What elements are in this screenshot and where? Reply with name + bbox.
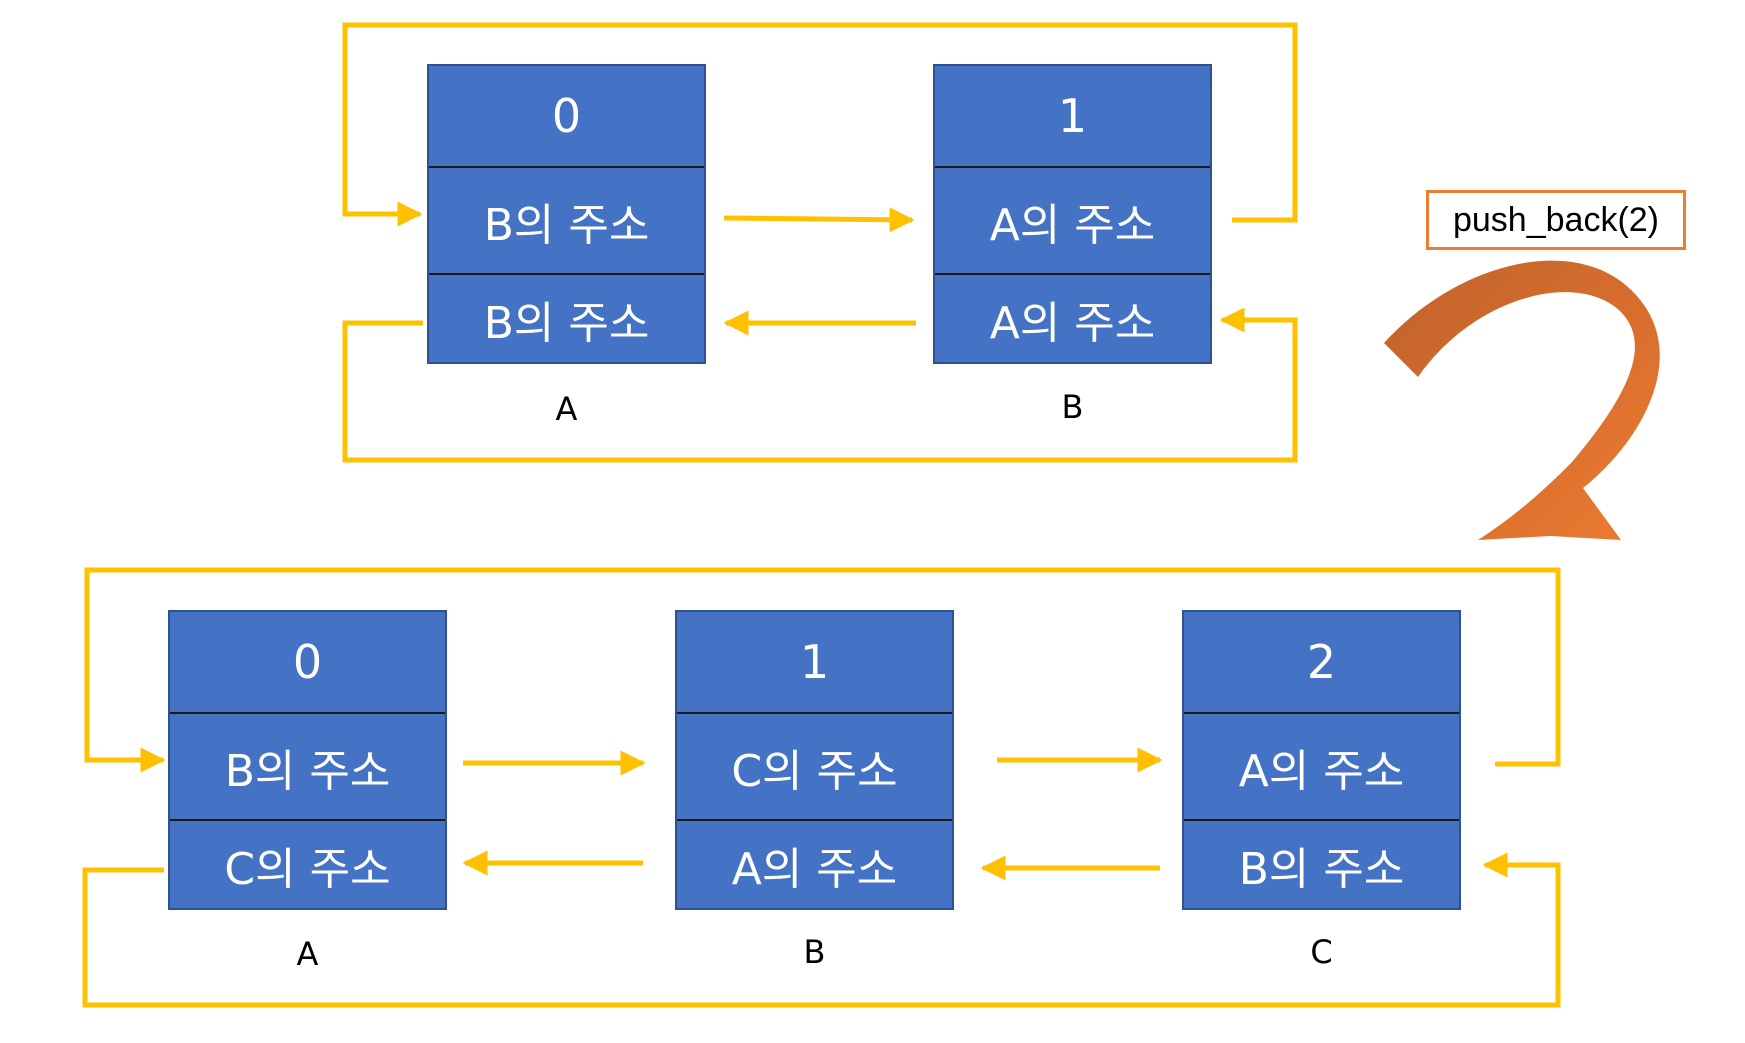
node-prev-address: A의 주소 xyxy=(935,273,1210,362)
node-next-address: A의 주소 xyxy=(935,166,1210,273)
before-b-next-loop-arrow xyxy=(342,22,1298,227)
node-next-address: A의 주소 xyxy=(1184,712,1459,819)
after-node-c-label: C xyxy=(1310,933,1333,971)
before-node-b-label: B xyxy=(1061,388,1084,426)
node-index: 1 xyxy=(799,635,830,689)
node-next-address: C의 주소 xyxy=(677,712,952,819)
node-next-address: B의 주소 xyxy=(429,166,704,273)
node-index: 0 xyxy=(292,635,323,689)
node-prev-address: B의 주소 xyxy=(1184,819,1459,908)
after-node-a-label: A xyxy=(296,935,319,973)
operation-label: push_back(2) xyxy=(1426,190,1686,250)
node-index: 0 xyxy=(551,89,582,143)
after-node-a: 0 B의 주소 C의 주소 xyxy=(168,610,447,910)
node-index: 1 xyxy=(1057,89,1088,143)
node-prev-address: C의 주소 xyxy=(170,819,445,908)
after-c-next-loop-arrow xyxy=(84,567,1561,773)
before-node-a-label: A xyxy=(555,390,578,428)
before-node-b: 1 A의 주소 A의 주소 xyxy=(933,64,1212,364)
after-node-b-label: B xyxy=(803,933,826,971)
after-node-b: 1 C의 주소 A의 주소 xyxy=(675,610,954,910)
node-index: 2 xyxy=(1306,635,1337,689)
after-node-c: 2 A의 주소 B의 주소 xyxy=(1182,610,1461,910)
node-next-address: B의 주소 xyxy=(170,712,445,819)
node-prev-address: B의 주소 xyxy=(429,273,704,362)
before-a-next-arrow xyxy=(723,207,915,233)
before-node-a: 0 B의 주소 B의 주소 xyxy=(427,64,706,364)
before-a-prev-loop-arrow xyxy=(342,307,1298,463)
after-a-prev-loop-arrow xyxy=(82,852,1561,1008)
node-prev-address: A의 주소 xyxy=(677,819,952,908)
push-back-curved-arrow xyxy=(1384,260,1660,540)
